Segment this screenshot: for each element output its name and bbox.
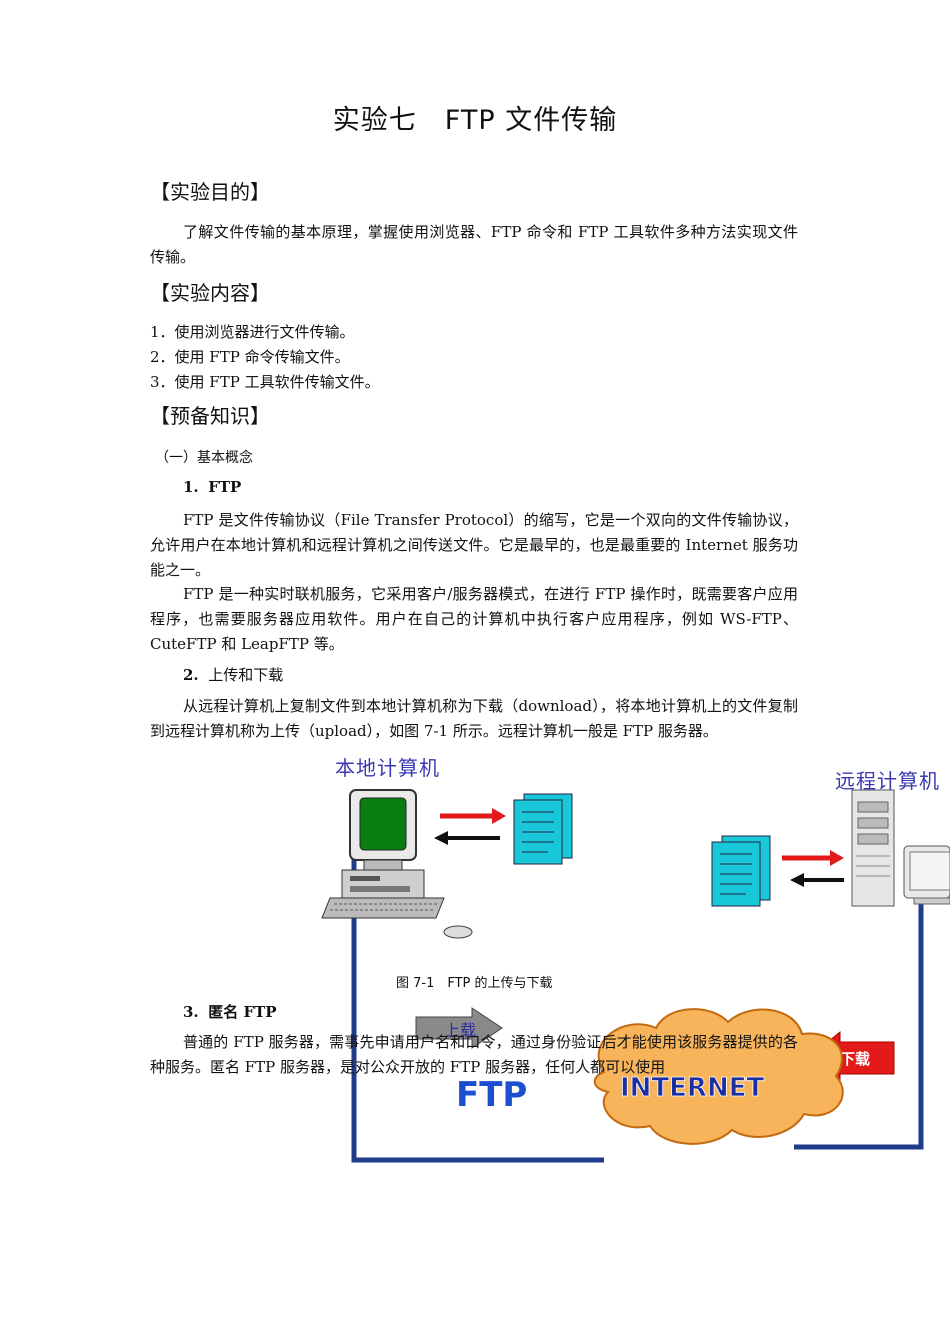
internet-cloud-icon <box>593 1008 844 1145</box>
anon-title: 匿名 FTP <box>208 1003 277 1021</box>
remote-documents-icon <box>711 835 771 907</box>
local-computer-label: 本地计算机 <box>335 756 440 780</box>
purpose-heading: 【实验目的】 <box>150 180 270 204</box>
ftp-title: FTP <box>208 478 242 496</box>
updown-paragraph: 从远程计算机上复制文件到本地计算机称为下载（download），将本地计算机上的… <box>150 697 798 740</box>
remote-server-icon <box>851 789 950 907</box>
local-arrows-icon <box>434 808 506 845</box>
remote-arrows-icon <box>782 850 844 887</box>
content-item-3: 3．使用 FTP 工具软件传输文件。 <box>150 373 380 391</box>
content-heading: 【实验内容】 <box>150 281 270 305</box>
network-line <box>351 832 604 1163</box>
purpose-text: 了解文件传输的基本原理，掌握使用浏览器、FTP 命令和 FTP 工具软件多种方法… <box>150 223 798 266</box>
basic-concepts-heading: （一）基本概念 <box>155 450 253 466</box>
ftp-subheading: 1. FTP <box>183 478 241 496</box>
ftp-paragraph-2: FTP 是一种实时联机服务，它采用客户/服务器模式，在进行 FTP 操作时，既需… <box>150 585 798 653</box>
local-computer-icon <box>321 789 473 939</box>
network-line-right <box>794 897 924 1150</box>
updown-title: 上传和下载 <box>208 666 284 684</box>
anon-paragraph: 普通的 FTP 服务器，需事先申请用户名和口令，通过身份验证后才能使用该服务器提… <box>150 1033 798 1076</box>
ftp-label: FTP <box>456 1075 527 1115</box>
figure-caption: 图 7-1 FTP 的上传与下载 <box>396 976 553 991</box>
page-title: 实验七 FTP 文件传输 <box>332 105 618 136</box>
internet-label: INTERNET <box>620 1073 764 1103</box>
prep-heading: 【预备知识】 <box>150 404 270 428</box>
upload-label: 上载 <box>444 1021 476 1040</box>
remote-computer-label: 远程计算机 <box>835 769 940 793</box>
local-documents-icon <box>513 793 573 865</box>
ftp-diagram: 上载 下载 INTERNET FTP <box>321 789 950 1163</box>
ftp-paragraph-1: FTP 是文件传输协议（File Transfer Protocol）的缩写，它… <box>150 511 798 579</box>
updown-subheading: 2. 上传和下载 <box>183 664 283 685</box>
content-item-1: 1．使用浏览器进行文件传输。 <box>150 323 355 341</box>
anon-num: 3. <box>183 1003 199 1021</box>
download-label: 下载 <box>840 1050 870 1068</box>
content-item-2: 2．使用 FTP 命令传输文件。 <box>150 348 350 366</box>
updown-num: 2. <box>183 666 199 684</box>
anon-subheading: 3. 匿名 FTP <box>183 1001 277 1022</box>
ftp-num: 1. <box>183 478 199 496</box>
upload-arrow-icon <box>415 1007 503 1049</box>
